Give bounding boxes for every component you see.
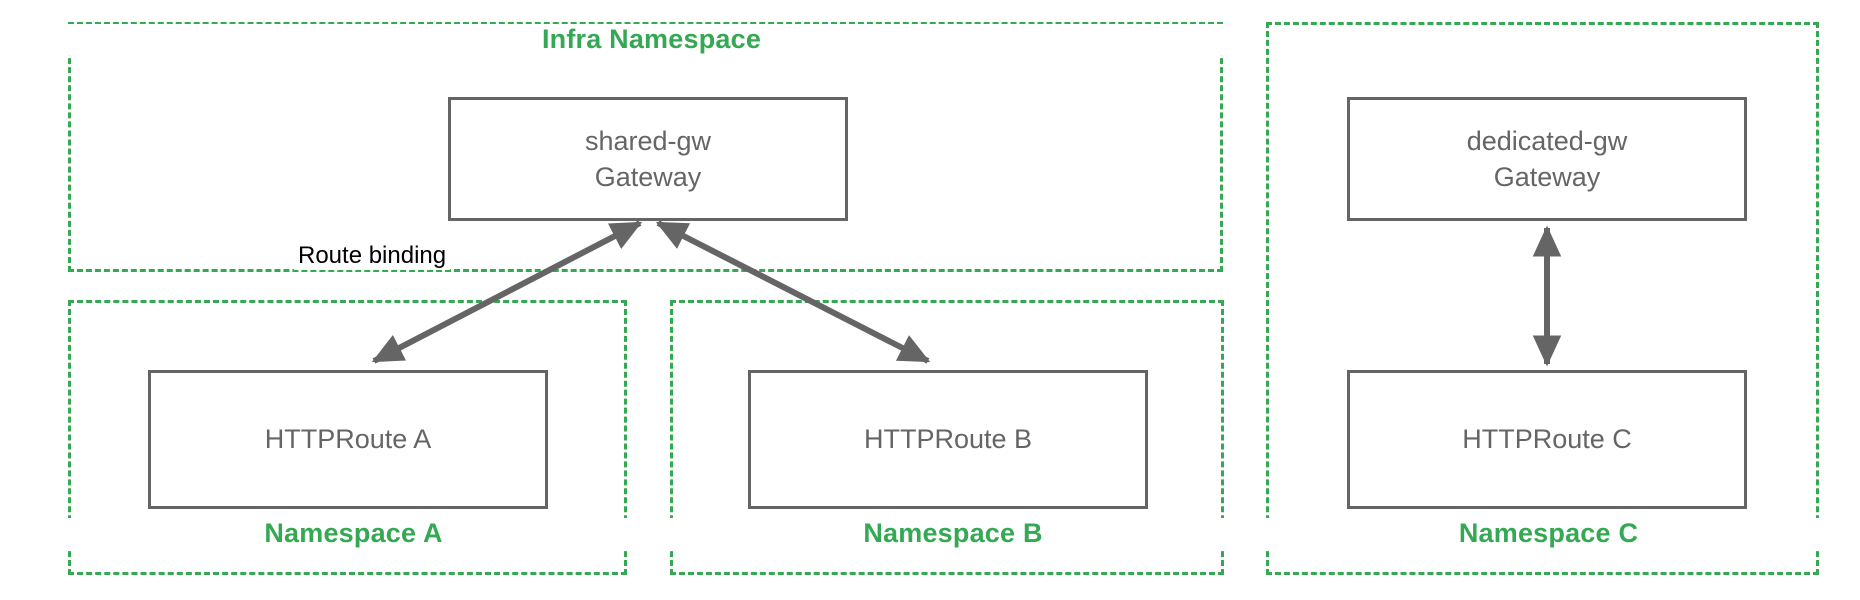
node-dedicated-gw-kind: Gateway <box>1493 162 1601 192</box>
node-dedicated-gw-name: dedicated-gw <box>1466 125 1628 156</box>
node-httproute-b[interactable]: HTTPRoute B <box>748 370 1148 509</box>
edge-label-route-binding: Route binding <box>294 242 451 270</box>
namespace-box-b <box>670 300 1224 575</box>
namespace-label-b: Namespace B <box>670 518 1236 549</box>
node-dedicated-gw-gateway[interactable]: dedicated-gw Gateway <box>1347 97 1747 221</box>
namespace-label-infra: Infra Namespace <box>68 24 1235 55</box>
namespace-label-c: Namespace C <box>1266 518 1831 549</box>
namespace-box-c <box>1266 22 1819 575</box>
namespace-box-infra <box>68 22 1223 272</box>
node-httproute-a[interactable]: HTTPRoute A <box>148 370 548 509</box>
node-httproute-c-label: HTTPRoute C <box>1462 424 1632 455</box>
namespace-box-a <box>68 300 627 575</box>
node-httproute-c[interactable]: HTTPRoute C <box>1347 370 1747 509</box>
node-shared-gw-kind: Gateway <box>594 162 702 192</box>
node-shared-gw-name: shared-gw <box>584 125 712 156</box>
node-httproute-a-label: HTTPRoute A <box>264 424 432 455</box>
namespace-label-a: Namespace A <box>68 518 639 549</box>
node-httproute-b-label: HTTPRoute B <box>863 424 1033 455</box>
node-shared-gw-gateway[interactable]: shared-gw Gateway <box>448 97 848 221</box>
